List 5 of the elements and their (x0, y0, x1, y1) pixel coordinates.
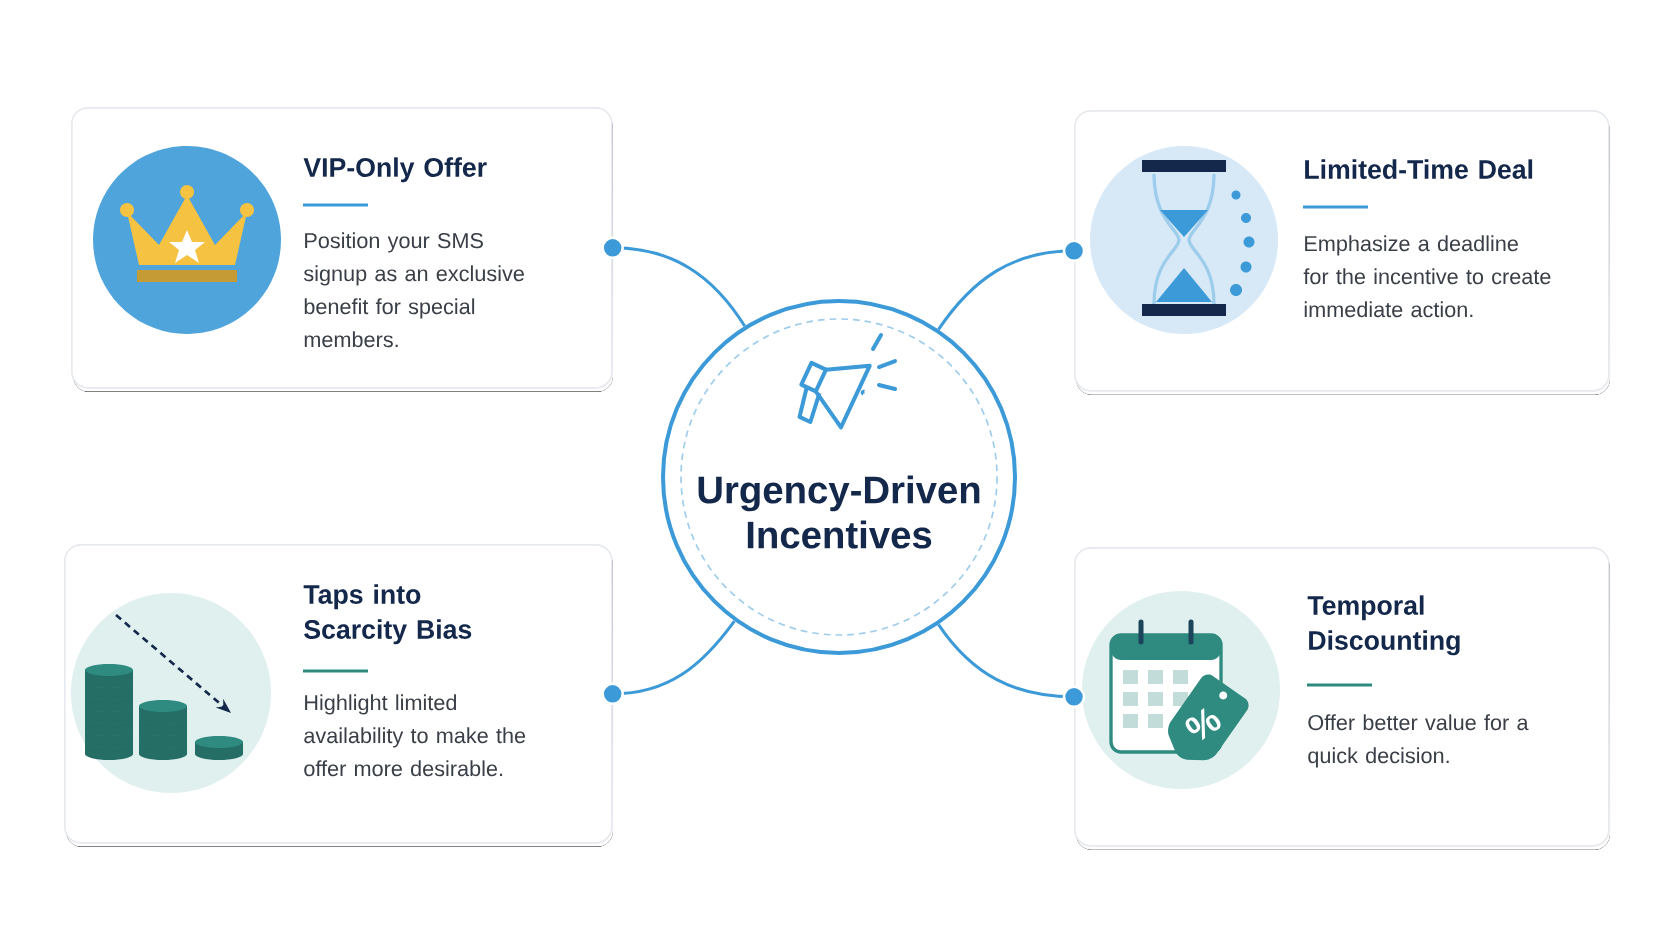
connector (601, 236, 746, 327)
connector (937, 239, 1086, 331)
center-title: Urgency-Driven Incentives (698, 475, 980, 549)
connector (601, 620, 736, 706)
connector (937, 623, 1086, 709)
